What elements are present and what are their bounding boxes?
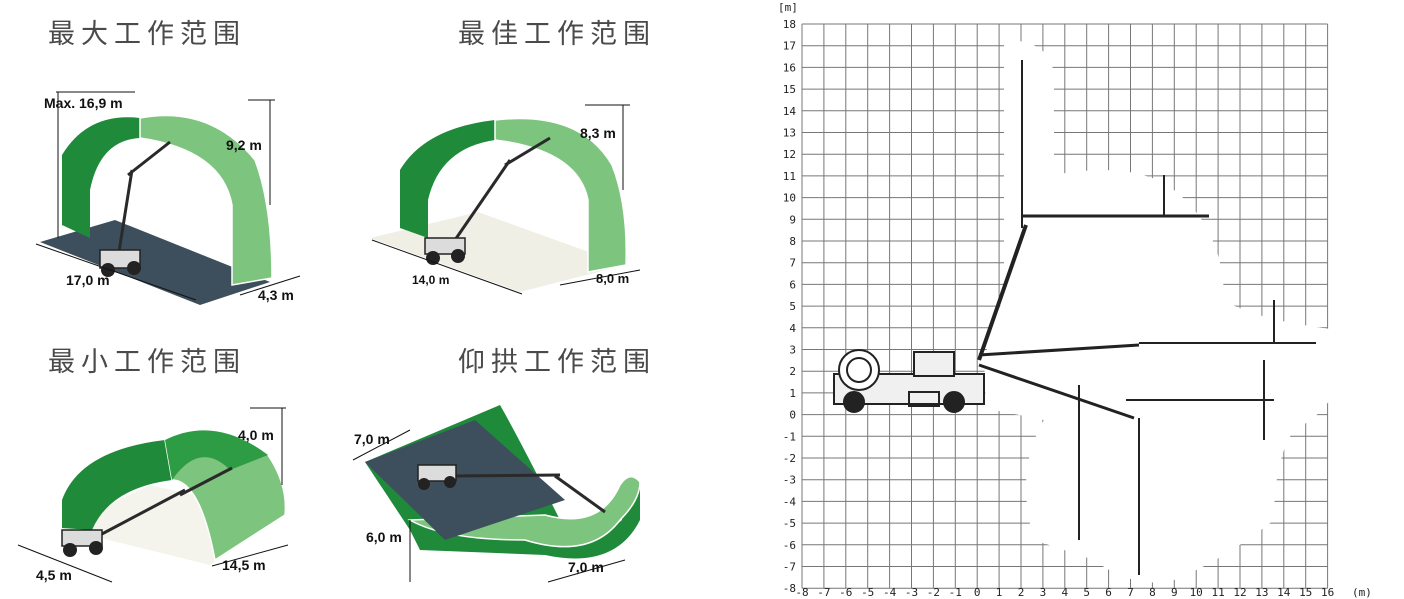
- panel-title-optimal: 最佳工作范围: [458, 19, 656, 50]
- y-tick-label: 8: [789, 235, 796, 248]
- y-tick-label: -5: [783, 517, 796, 530]
- invert-width-label: 7,0 m: [354, 431, 390, 447]
- y-tick-label: -1: [783, 430, 796, 443]
- x-tick-label: -1: [949, 586, 962, 599]
- x-tick-label: -5: [861, 586, 874, 599]
- y-tick-label: 14: [783, 105, 797, 118]
- x-tick-label: 2: [1018, 586, 1025, 599]
- x-tick-label: -3: [905, 586, 918, 599]
- y-unit-label: [m]: [778, 1, 798, 14]
- y-tick-label: 2: [789, 365, 796, 378]
- y-tick-label: 6: [789, 278, 796, 291]
- panel-title-invert: 仰拱工作范围: [458, 347, 656, 378]
- optimal-reach-label: 8,3 m: [580, 125, 616, 141]
- drilling-jumbo: [833, 60, 1316, 575]
- x-tick-label: 10: [1190, 586, 1203, 599]
- max-reach-label: 9,2 m: [226, 137, 262, 153]
- invert-range-diagram: 7,0 m 6,0 m 7,0 m: [352, 405, 641, 583]
- x-tick-label: 4: [1061, 586, 1068, 599]
- x-tick-label: 16: [1321, 586, 1334, 599]
- min-width-label: 4,5 m: [36, 567, 72, 583]
- y-tick-label: 10: [783, 192, 796, 205]
- optimal-range-diagram: 8,3 m 14,0 m 8,0 m: [370, 104, 641, 295]
- x-tick-label: 1: [996, 586, 1003, 599]
- x-unit-label: (m): [1352, 586, 1372, 599]
- min-range-diagram: 4,0 m 4,5 m 14,5 m: [17, 407, 289, 583]
- max-width-label: 4,3 m: [258, 287, 294, 303]
- y-tick-label: -2: [783, 452, 796, 465]
- y-tick-label: 13: [783, 127, 796, 140]
- x-tick-label: -8: [795, 586, 808, 599]
- y-tick-label: 9: [789, 213, 796, 226]
- x-tick-label: 7: [1127, 586, 1134, 599]
- x-tick-label: 6: [1105, 586, 1112, 599]
- panel-title-max: 最大工作范围: [48, 19, 246, 50]
- y-tick-label: 7: [789, 257, 796, 270]
- working-range-illustrations: Max. 16,9 m 9,2 m 17,0 m 4,3 m 8,3 m 14,…: [17, 91, 641, 583]
- y-tick-label: -4: [783, 495, 797, 508]
- min-height-label: 4,0 m: [238, 427, 274, 443]
- x-tick-label: -6: [839, 586, 852, 599]
- reach-envelope: [984, 40, 1342, 583]
- y-axis-ticks: 1817161514131211109876543210-1-2-3-4-5-6…: [783, 18, 797, 595]
- x-tick-label: 15: [1299, 586, 1312, 599]
- y-tick-label: 17: [783, 40, 796, 53]
- y-tick-label: -3: [783, 474, 796, 487]
- y-tick-label: 12: [783, 148, 796, 161]
- panel-title-min: 最小工作范围: [48, 347, 246, 378]
- x-tick-label: 14: [1277, 586, 1291, 599]
- invert-length-label: 7,0 m: [568, 559, 604, 575]
- y-tick-label: 18: [783, 18, 796, 31]
- optimal-width-label: 8,0 m: [596, 271, 629, 286]
- max-height-label: Max. 16,9 m: [44, 95, 123, 111]
- y-tick-label: 16: [783, 61, 796, 74]
- max-range-diagram: Max. 16,9 m 9,2 m 17,0 m 4,3 m: [35, 91, 301, 305]
- x-tick-label: 11: [1211, 586, 1224, 599]
- y-tick-label: 4: [789, 322, 796, 335]
- y-tick-label: 3: [789, 344, 796, 357]
- min-length-label: 14,5 m: [222, 557, 266, 573]
- x-tick-label: 13: [1255, 586, 1268, 599]
- x-tick-label: -7: [817, 586, 830, 599]
- x-tick-label: -2: [927, 586, 940, 599]
- x-tick-label: 8: [1149, 586, 1156, 599]
- x-tick-label: 3: [1040, 586, 1047, 599]
- y-tick-label: -6: [783, 539, 796, 552]
- y-tick-label: 0: [789, 409, 796, 422]
- max-length-label: 17,0 m: [66, 272, 110, 288]
- y-tick-label: 1: [789, 387, 796, 400]
- y-tick-label: 5: [789, 300, 796, 313]
- optimal-length-label: 14,0 m: [412, 273, 449, 287]
- y-tick-label: -8: [783, 582, 796, 595]
- y-tick-label: 15: [783, 83, 796, 96]
- invert-depth-label: 6,0 m: [366, 529, 402, 545]
- y-tick-label: 11: [783, 170, 796, 183]
- x-tick-label: -4: [883, 586, 897, 599]
- x-tick-label: 0: [974, 586, 981, 599]
- x-tick-label: 5: [1083, 586, 1090, 599]
- x-tick-label: 9: [1171, 586, 1178, 599]
- y-tick-label: -7: [783, 561, 796, 574]
- x-tick-label: 12: [1233, 586, 1246, 599]
